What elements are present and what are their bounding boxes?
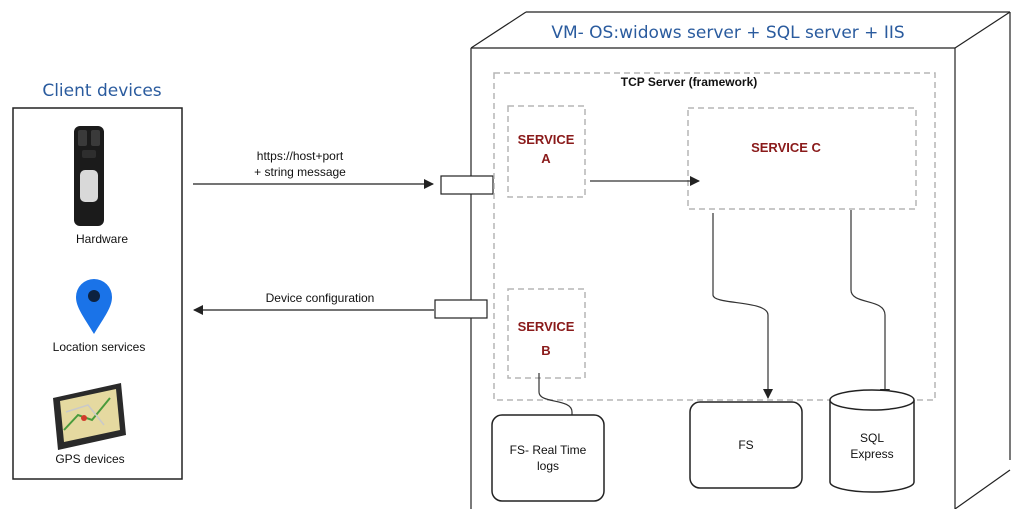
location-pin-icon xyxy=(76,279,112,334)
handheld-device-icon xyxy=(74,126,104,226)
service-c-box xyxy=(687,107,917,210)
sql-line2: Express xyxy=(850,447,893,461)
sql-express-database xyxy=(829,389,915,493)
gps-devices-label: GPS devices xyxy=(55,452,124,466)
inbound-label-line1: https://host+port xyxy=(257,149,344,163)
service-a-line1: SERVICE xyxy=(518,132,575,147)
location-services-label: Location services xyxy=(53,340,146,354)
outbound-label: Device configuration xyxy=(266,291,375,305)
service-a-box xyxy=(507,105,586,198)
fs-logs-line2: logs xyxy=(537,459,559,473)
service-c-label: SERVICE C xyxy=(751,140,821,155)
vm-title: VM- OS:widows server + SQL server + IIS xyxy=(551,23,904,43)
vm-box xyxy=(470,11,1011,509)
fs-logs-line1: FS- Real Time xyxy=(510,443,587,457)
hardware-label: Hardware xyxy=(76,232,128,246)
tcp-server-frame xyxy=(493,72,936,401)
inbound-label-line2: + string message xyxy=(254,165,346,179)
tcp-server-label: TCP Server (framework) xyxy=(621,75,758,89)
fs-realtime-logs-box xyxy=(491,414,605,502)
client-devices-title: Client devices xyxy=(42,81,161,101)
gps-navigator-icon xyxy=(53,383,126,450)
service-a-line2: A xyxy=(541,151,551,166)
port-outbound xyxy=(434,299,488,319)
service-b-line1: SERVICE xyxy=(518,319,575,334)
sql-line1: SQL xyxy=(860,431,884,445)
service-b-to-logs-arrow xyxy=(538,373,577,437)
port-inbound xyxy=(440,175,494,195)
service-c-to-fs-arrow xyxy=(712,213,773,399)
service-b-box xyxy=(507,288,586,379)
fs-box xyxy=(689,401,803,489)
fs-label: FS xyxy=(738,438,753,452)
service-b-line2: B xyxy=(541,343,550,358)
service-c-to-sql-arrow xyxy=(850,210,890,399)
